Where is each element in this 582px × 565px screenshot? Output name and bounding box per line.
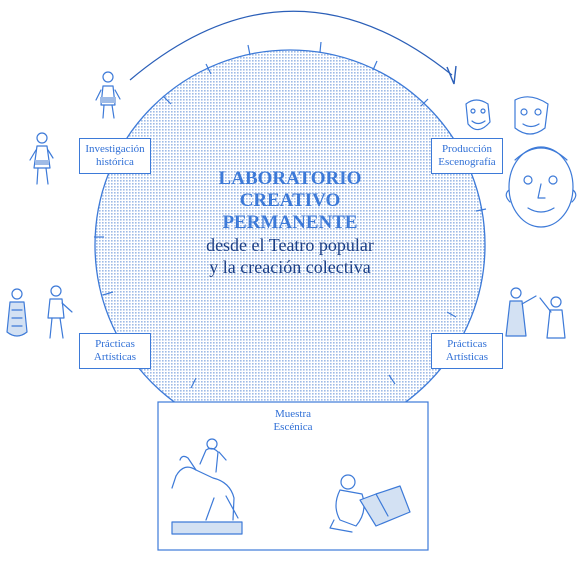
- node-investigacion-line1: Investigación: [85, 143, 145, 155]
- folk-dancer-figure: [95, 71, 121, 119]
- node-muestra-line1: Muestra: [274, 408, 312, 420]
- carnival-masks: [465, 96, 549, 135]
- node-practicas-left-line1: Prácticas: [95, 338, 135, 350]
- traditional-costume-figure: [29, 132, 54, 185]
- node-practicas-left-line2: Artísticas: [93, 351, 137, 363]
- reading-figure-sculpture: [329, 474, 411, 533]
- node-produccion-line2: Escenografía: [438, 156, 496, 168]
- title-line-2: CREATIVO: [239, 190, 341, 211]
- title-line-3: PERMANENTE: [222, 212, 358, 233]
- giant-puppet-head: [505, 146, 577, 228]
- arrowhead-icon: [446, 65, 457, 85]
- node-investigacion-line2: histórica: [96, 156, 134, 168]
- subtitle-line-2: y la creación colectiva: [209, 257, 371, 277]
- subtitle-line-1: desde el Teatro popular: [206, 235, 374, 255]
- node-produccion: Producción Escenografía: [431, 138, 503, 174]
- node-muestra: Muestra Escénica: [158, 408, 428, 434]
- horse-rider-sculpture: [171, 438, 243, 535]
- costumed-pair-figures: [6, 285, 73, 339]
- node-practicas-right-line1: Prácticas: [447, 338, 487, 350]
- node-practicas-left: Prácticas Artísticas: [79, 333, 151, 369]
- dancing-couple-figures: [505, 287, 566, 339]
- node-investigacion: Investigación histórica: [79, 138, 151, 174]
- node-produccion-line1: Producción: [441, 143, 493, 155]
- node-practicas-right: Prácticas Artísticas: [431, 333, 503, 369]
- title-line-1: LABORATORIO: [218, 168, 362, 189]
- node-practicas-right-line2: Artísticas: [445, 351, 489, 363]
- center-title-block: LABORATORIO CREATIVO PERMANENTE desde el…: [180, 168, 400, 278]
- cycle-arrow: [129, 10, 453, 81]
- node-muestra-line2: Escénica: [273, 421, 313, 433]
